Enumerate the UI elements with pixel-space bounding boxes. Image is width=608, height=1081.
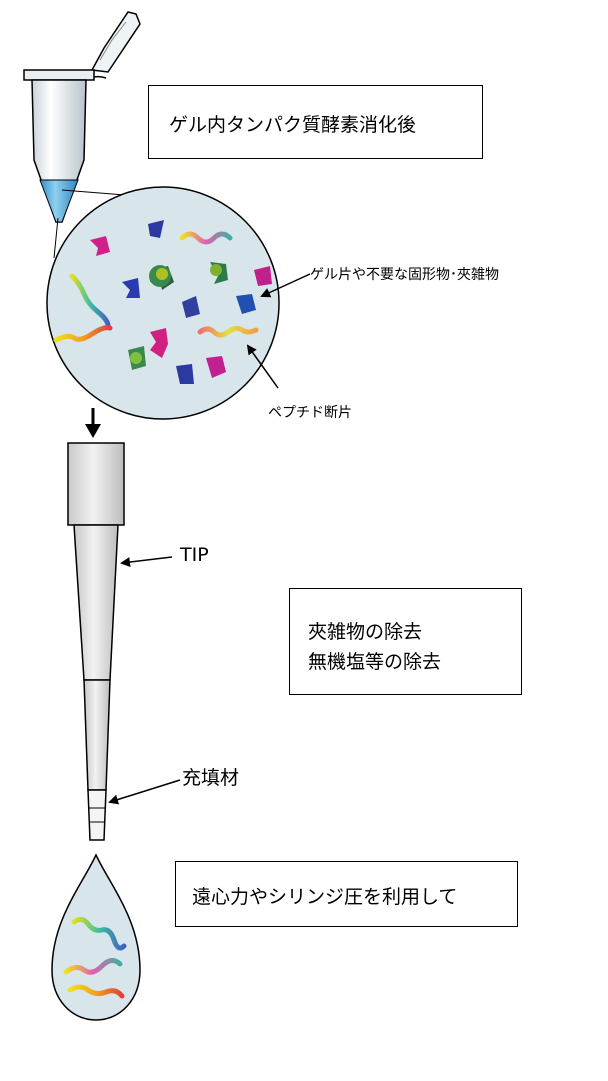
removal-text-line2: 無機塩等の除去 — [308, 651, 442, 673]
elution-box: 遠心力やシリンジ圧を利用して — [175, 861, 518, 927]
down-arrow — [85, 408, 101, 438]
contaminant-arrow — [260, 273, 311, 298]
packing-arrow — [108, 779, 181, 805]
packing-label: 充填材 — [182, 767, 240, 789]
digestion-box: ゲル内タンパク質酵素消化後 — [148, 85, 483, 159]
removal-text-line1: 夾雑物の除去 — [308, 621, 423, 643]
peptide-arrow — [246, 344, 279, 389]
digestion-text: ゲル内タンパク質酵素消化後 — [169, 114, 417, 136]
elution-text: 遠心力やシリンジ圧を利用して — [192, 886, 458, 908]
tip-arrow — [120, 556, 173, 568]
gel-fragments — [90, 220, 272, 384]
microtube — [23, 11, 141, 223]
zoom-line-bottom — [53, 217, 59, 259]
peptides-label: ペプチド断片 — [268, 405, 352, 421]
magnified-view — [46, 186, 280, 420]
tip-label: TIP — [180, 544, 209, 566]
droplet — [51, 853, 141, 1021]
contaminants-label: ゲル片や不要な固形物･夾雑物 — [310, 267, 499, 283]
peptide-squiggles — [53, 231, 259, 343]
pipette-tip — [67, 442, 125, 841]
removal-box: 夾雑物の除去 無機塩等の除去 — [289, 588, 522, 695]
